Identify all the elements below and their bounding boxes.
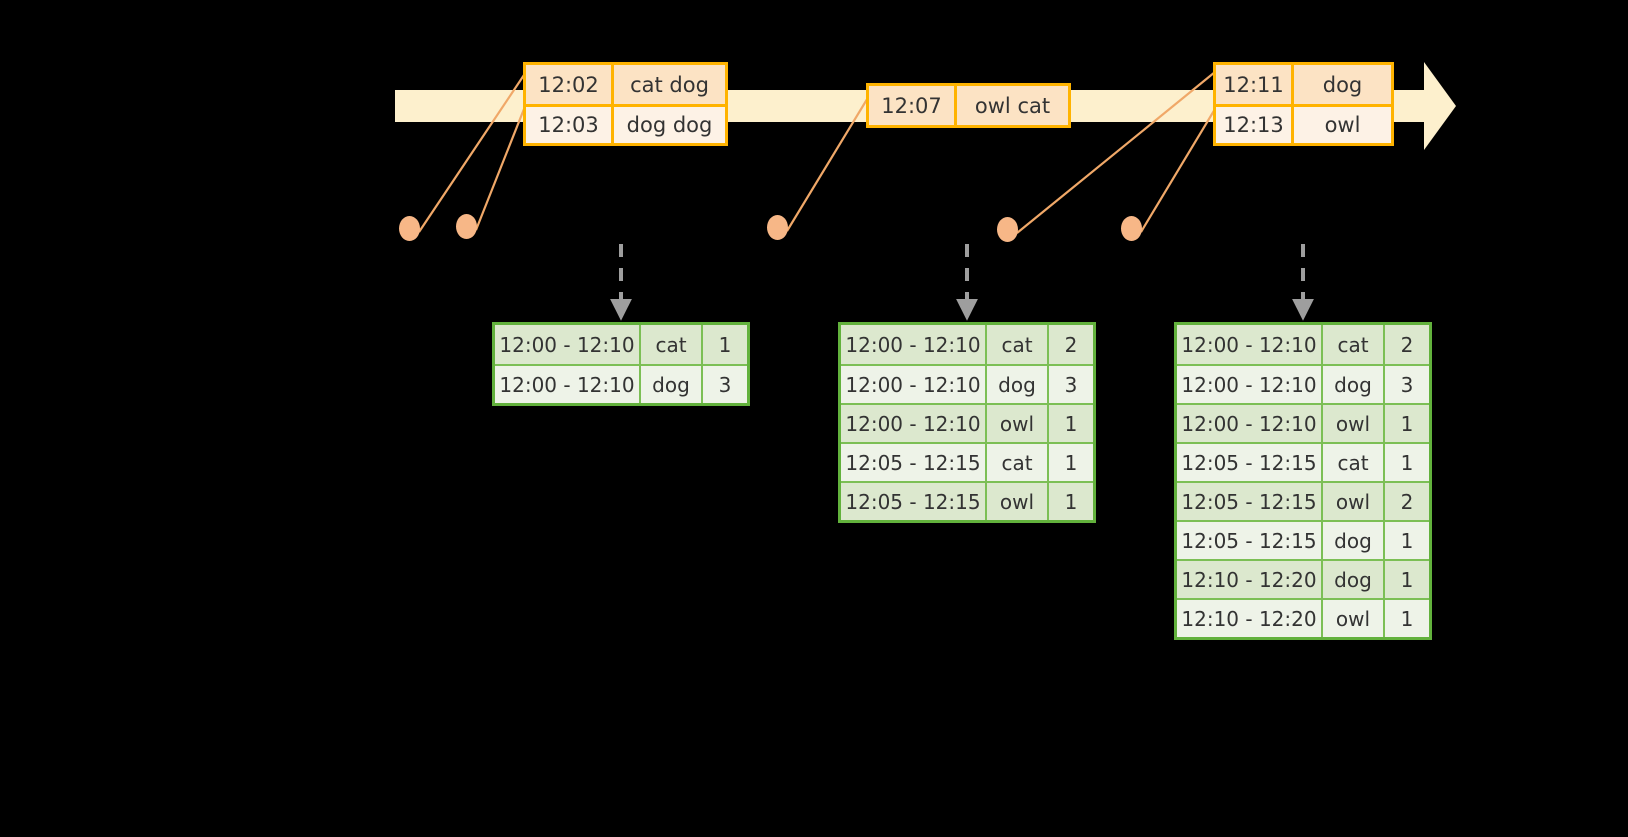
window-cell: 12:10 - 12:20: [1177, 561, 1323, 598]
count-cell: 1: [1049, 483, 1093, 520]
word-cell: cat: [1323, 325, 1385, 364]
window-cell: 12:00 - 12:10: [841, 366, 987, 403]
window-cell: 12:05 - 12:15: [841, 444, 987, 481]
event-time: 12:11: [1216, 65, 1294, 104]
count-cell: 2: [1385, 483, 1429, 520]
word-cell: owl: [1323, 600, 1385, 637]
count-cell: 2: [1385, 325, 1429, 364]
word-cell: owl: [987, 405, 1049, 442]
event-words: dog dog: [614, 107, 725, 143]
event-row: 12:03 dog dog: [526, 104, 725, 143]
window-cell: 12:00 - 12:10: [1177, 325, 1323, 364]
event-row: 12:07 owl cat: [869, 86, 1068, 125]
connector-dot-4: [997, 217, 1018, 242]
window-cell: 12:00 - 12:10: [495, 325, 641, 364]
word-cell: dog: [1323, 366, 1385, 403]
event-time: 12:02: [526, 65, 614, 104]
window-cell: 12:00 - 12:10: [841, 325, 987, 364]
word-cell: cat: [987, 444, 1049, 481]
count-cell: 1: [1385, 600, 1429, 637]
count-cell: 1: [1049, 405, 1093, 442]
window-cell: 12:05 - 12:15: [1177, 444, 1323, 481]
connector-dot-5: [1121, 216, 1142, 241]
connector-dot-3: [767, 215, 788, 240]
word-cell: owl: [1323, 483, 1385, 520]
event-words: owl cat: [957, 86, 1068, 125]
window-cell: 12:10 - 12:20: [1177, 600, 1323, 637]
leader-line-2: [474, 108, 526, 231]
word-cell: dog: [1323, 522, 1385, 559]
word-cell: owl: [1323, 405, 1385, 442]
window-cell: 12:00 - 12:10: [1177, 405, 1323, 442]
event-words: cat dog: [614, 65, 725, 104]
window-cell: 12:05 - 12:15: [1177, 522, 1323, 559]
event-words: dog: [1294, 65, 1391, 104]
word-cell: dog: [1323, 561, 1385, 598]
count-cell: 1: [1385, 522, 1429, 559]
count-cell: 1: [703, 325, 747, 364]
leader-line-5: [1140, 108, 1216, 233]
count-cell: 3: [1385, 366, 1429, 403]
count-cell: 3: [703, 366, 747, 403]
connector-dot-1: [399, 216, 420, 241]
window-cell: 12:00 - 12:10: [1177, 366, 1323, 403]
timeline-arrowhead-icon: [1424, 62, 1456, 150]
word-cell: owl: [987, 483, 1049, 520]
count-cell: 3: [1049, 366, 1093, 403]
word-cell: cat: [987, 325, 1049, 364]
window-cell: 12:00 - 12:10: [495, 366, 641, 403]
event-box-1[interactable]: 12:02 cat dog 12:03 dog dog: [523, 62, 728, 146]
window-cell: 12:05 - 12:15: [1177, 483, 1323, 520]
event-words: owl: [1294, 107, 1391, 143]
word-cell: dog: [987, 366, 1049, 403]
event-time: 12:13: [1216, 107, 1294, 143]
word-cell: cat: [1323, 444, 1385, 481]
event-row: 12:11 dog: [1216, 65, 1391, 104]
window-cell: 12:05 - 12:15: [841, 483, 987, 520]
window-cell: 12:00 - 12:10: [841, 405, 987, 442]
event-box-3[interactable]: 12:11 dog 12:13 owl: [1213, 62, 1394, 146]
count-cell: 1: [1385, 561, 1429, 598]
count-cell: 2: [1049, 325, 1093, 364]
connector-dot-2: [456, 214, 477, 239]
event-time: 12:07: [869, 86, 957, 125]
event-time: 12:03: [526, 107, 614, 143]
count-cell: 1: [1385, 444, 1429, 481]
count-cell: 1: [1385, 405, 1429, 442]
word-cell: cat: [641, 325, 703, 364]
event-row: 12:02 cat dog: [526, 65, 725, 104]
event-box-2[interactable]: 12:07 owl cat: [866, 83, 1071, 128]
event-row: 12:13 owl: [1216, 104, 1391, 143]
count-cell: 1: [1049, 444, 1093, 481]
word-cell: dog: [641, 366, 703, 403]
down-arrow-group: [610, 244, 1314, 321]
